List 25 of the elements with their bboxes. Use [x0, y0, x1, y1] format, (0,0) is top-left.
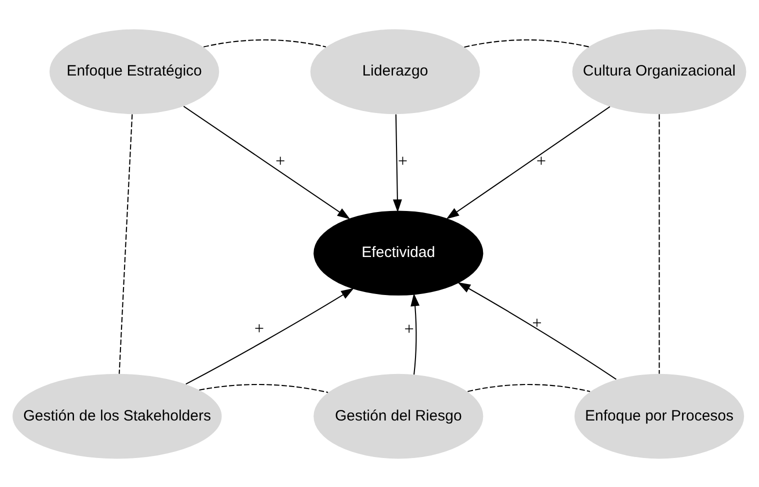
node-ellipse: Cultura Organizacional: [572, 28, 746, 114]
edge-label: +: [532, 312, 542, 332]
arrow: [183, 105, 350, 219]
edge-label: +: [254, 318, 264, 338]
edge-label: +: [275, 150, 286, 170]
connector: [468, 383, 590, 392]
arrow: [410, 292, 420, 374]
node-ellipse: Gestión de los Stakeholders: [12, 373, 222, 458]
connector: [199, 384, 328, 392]
arrow: [186, 288, 354, 384]
connector: [464, 38, 589, 48]
arrow: [392, 114, 402, 212]
edge-label: +: [536, 150, 546, 170]
connector: [658, 114, 660, 374]
node-ellipse: Enfoque Estratégico: [50, 28, 220, 114]
arrow: [446, 106, 610, 219]
connector: [203, 38, 326, 47]
node-ellipse: Liderazgo: [310, 28, 480, 114]
node-ellipse: Gestión del Riesgo: [314, 373, 484, 458]
edge-label: +: [404, 319, 414, 338]
connector: [118, 114, 133, 374]
node-ellipse: Efectividad: [314, 210, 484, 296]
edge-label: +: [398, 150, 408, 170]
node-ellipse: Enfoque por Procesos: [574, 373, 744, 458]
arrow: [458, 282, 616, 380]
